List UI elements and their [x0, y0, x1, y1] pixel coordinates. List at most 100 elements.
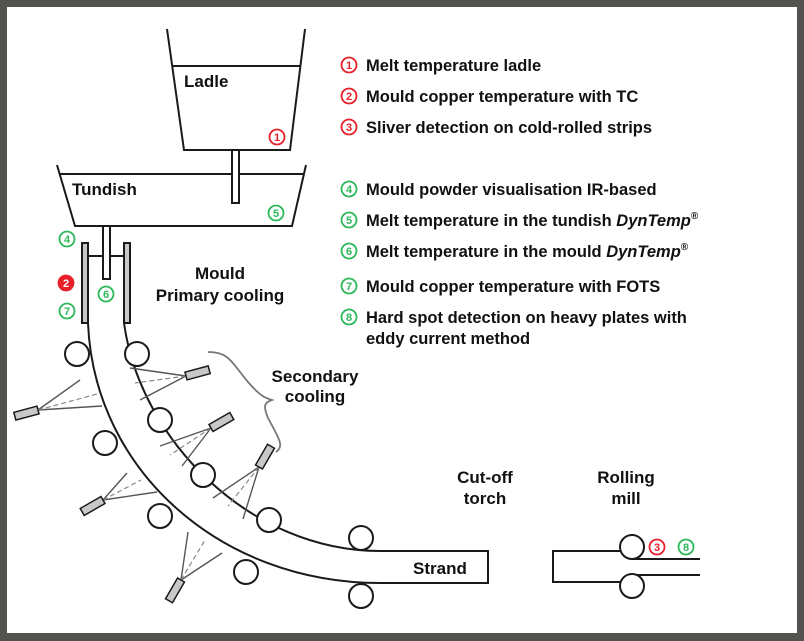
strand [87, 322, 489, 584]
legend-marker-icon [340, 56, 358, 74]
roller [147, 407, 173, 433]
tundish [56, 164, 307, 227]
spray-nozzle-body [207, 411, 235, 433]
marker-number: 2 [63, 278, 69, 290]
roller [619, 534, 645, 560]
legend-brand: DynTemp [606, 243, 681, 261]
marker-number: 6 [103, 289, 109, 301]
secondary-label: Secondary [272, 367, 359, 386]
mould-plate-right [123, 242, 131, 324]
marker-8-icon: 8 [677, 538, 695, 556]
cutoff-label: Cut-off [457, 468, 513, 487]
legend-marker-number: 1 [346, 60, 352, 72]
marker-7-icon: 7 [58, 302, 76, 320]
legend-item: 1 Melt temperature ladle [340, 56, 541, 75]
legend-text: Mould copper temperature with FOTS [366, 278, 660, 296]
legend-item: 7 Mould copper temperature with FOTS [340, 277, 660, 296]
roller [190, 462, 216, 488]
marker-4-icon: 4 [58, 230, 76, 248]
legend-item: 5 Melt temperature in the tundish DynTemp… [340, 211, 699, 230]
roller [233, 559, 259, 585]
spray-nozzle-body [12, 405, 40, 421]
spray-fan-edge [180, 531, 189, 581]
legend-marker-number: 5 [346, 215, 352, 227]
rollers [64, 341, 645, 609]
legend-text-line2: eddy current method [366, 330, 530, 348]
spray-fan-edge [37, 379, 81, 411]
submerged-entry-nozzle [102, 225, 111, 280]
roller [124, 341, 150, 367]
marker-number: 5 [273, 208, 279, 220]
roller [256, 507, 282, 533]
spray-fan-edge [102, 472, 128, 501]
legend-text: Melt temperature in the mould DynTemp® [366, 242, 689, 261]
spray-fan-center [227, 466, 260, 507]
marker-number: 4 [64, 234, 71, 246]
legend-marker-icon [340, 277, 358, 295]
legend-registered-mark: ® [691, 211, 699, 222]
legend-description: Mould copper temperature with FOTS [366, 278, 660, 296]
mill-label: mill [611, 489, 640, 508]
marker-5-icon: 5 [267, 204, 285, 222]
roller [348, 583, 374, 609]
spray-nozzle [79, 472, 158, 517]
spray-nozzle-body [184, 365, 212, 381]
marker-2-icon: 2 [57, 274, 75, 292]
spray-nozzles [12, 365, 276, 604]
legend-text: Sliver detection on cold-rolled strips [366, 119, 652, 137]
tundish-vessel [56, 164, 307, 227]
rolling-label: Rolling [597, 468, 655, 487]
legend-text: Hard spot detection on heavy plates with [366, 309, 687, 327]
marker-1-icon: 1 [268, 128, 286, 146]
primary-cooling-label: Primary cooling [156, 286, 284, 305]
spray-fan-edge [212, 466, 260, 499]
spray-fan-center [102, 479, 142, 501]
spray-nozzle [12, 379, 103, 421]
legend-registered-mark: ® [681, 242, 689, 253]
roller [64, 341, 90, 367]
rolling-mill-strip [552, 550, 700, 583]
ladle-label: Ladle [184, 72, 228, 91]
tundish-label: Tundish [72, 180, 137, 199]
spray-nozzle [212, 443, 276, 520]
spray-fan-center [37, 393, 98, 411]
legend-brand: DynTemp [616, 212, 691, 230]
secondary-cooling-brace [207, 351, 282, 453]
roller [619, 573, 645, 599]
marker-6-icon: 6 [97, 285, 115, 303]
spray-fan-center [169, 427, 212, 456]
marker-number: 1 [274, 132, 280, 144]
spray-nozzle-body [164, 576, 186, 604]
spray-nozzle [159, 411, 235, 467]
legend-text: Mould powder visualisation IR-based [366, 181, 657, 199]
spray-fan-edge [181, 427, 212, 467]
spray-fan-edge [242, 466, 260, 520]
legend-marker-icon [340, 87, 358, 105]
spray-fan-edge [129, 367, 187, 377]
mould-plate-left [81, 242, 89, 324]
diagram-canvas: Ladle Tundish Mould Primary cooling Seco… [7, 7, 797, 633]
spray-fan-edge [159, 427, 212, 447]
legend-marker-icon [340, 180, 358, 198]
legend-description: Melt temperature in the mould [366, 243, 606, 261]
legend-text: Melt temperature in the tundish DynTemp® [366, 211, 699, 230]
spray-fan-edge [139, 375, 187, 401]
legend-marker-number: 7 [346, 281, 352, 293]
ladle-shroud [231, 149, 240, 204]
legend-marker-icon [340, 211, 358, 229]
legend-description: Mould powder visualisation IR-based [366, 181, 657, 199]
spray-fan-edge [102, 491, 158, 501]
legend-description: Mould copper temperature with TC [366, 88, 638, 106]
legend-description: Melt temperature ladle [366, 57, 541, 75]
legend-marker-icon [340, 242, 358, 260]
mould-label: Mould [195, 264, 245, 283]
torch-label: torch [464, 489, 507, 508]
continuous-casting-diagram: Ladle Tundish Mould Primary cooling Seco… [12, 28, 700, 609]
spray-nozzle-body [254, 443, 276, 471]
